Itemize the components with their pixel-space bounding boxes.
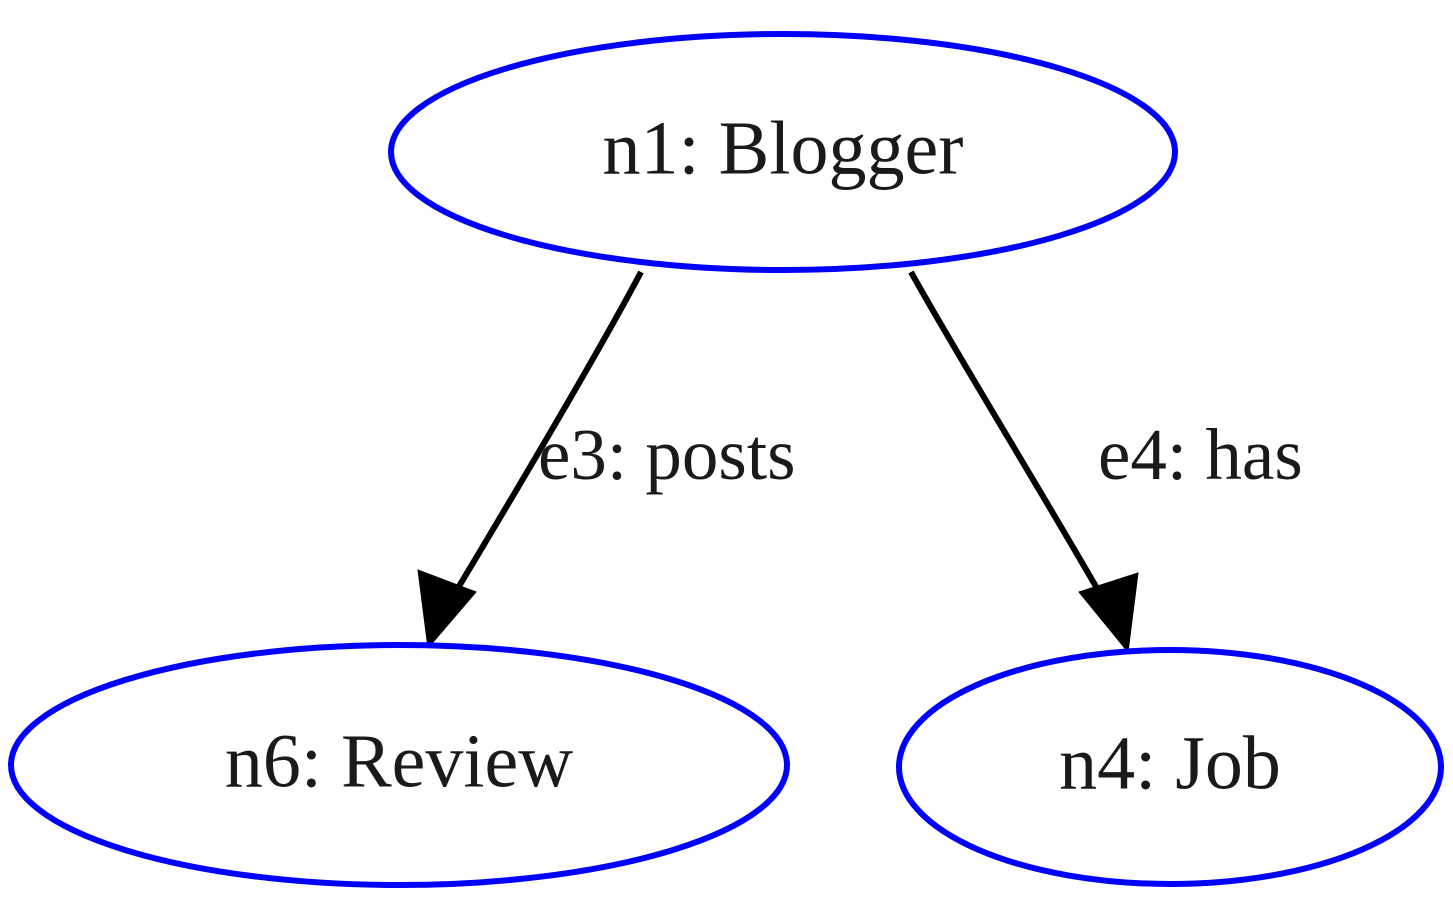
node-n6-ellipse [8,642,790,888]
nodes-layer: n1: Blogger n6: Review n4: Job [8,31,1444,888]
node-n4[interactable]: n4: Job [896,647,1444,887]
edge-e3-path [431,270,644,630]
edge-e4-label: e4: has [1098,414,1303,495]
node-n1-ellipse [388,31,1178,273]
node-n1-label: n1: Blogger [603,106,964,190]
node-n6-label: n6: Review [225,719,573,803]
edge-e4[interactable]: e4: has [908,270,1303,654]
node-n6[interactable]: n6: Review [8,642,790,888]
edge-e3[interactable]: e3: posts [417,270,796,650]
edge-e4-path [908,270,1125,634]
node-n1[interactable]: n1: Blogger [388,31,1178,273]
edge-e3-label: e3: posts [538,414,796,495]
node-n4-ellipse [896,647,1444,887]
edge-e4-arrowhead-icon [1078,572,1139,654]
edges-layer: e3: posts e4: has [417,270,1303,654]
edge-e3-arrowhead-icon [417,569,477,650]
node-n4-label: n4: Job [1059,721,1281,805]
